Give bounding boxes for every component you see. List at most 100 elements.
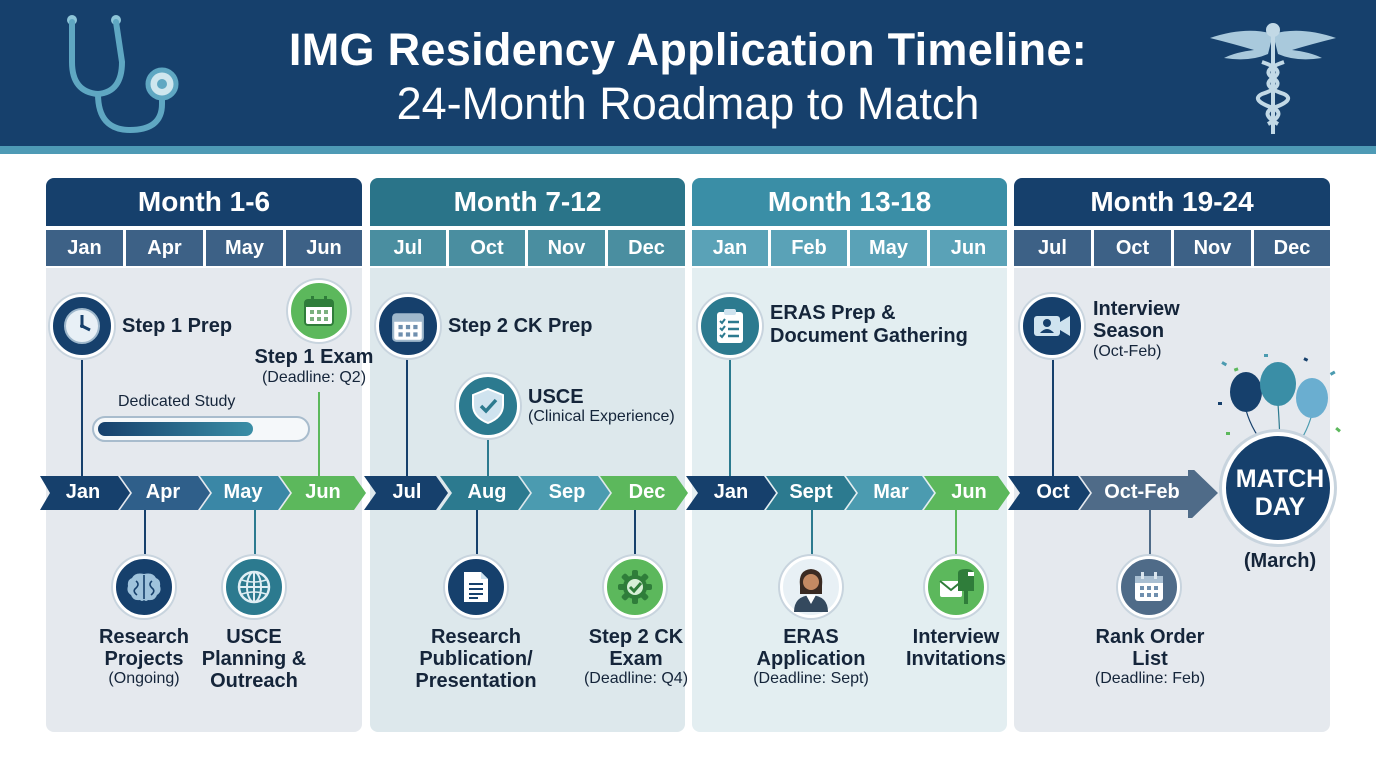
month-cell: Oct [1094,230,1171,266]
usce-planning-label: USCE [226,626,282,648]
quarter-header-4: Month 19-24 [1014,178,1330,226]
timeline-label: Jun [305,481,341,503]
interview-season-label: Interview [1093,298,1180,320]
month-cell: May [850,230,927,266]
timeline-label: Oct [1036,481,1070,503]
page-subtitle: 24-Month Roadmap to Match [396,78,980,129]
step2-exam-label: Step 2 CK [588,626,684,648]
calendar-icon [288,280,350,342]
timeline-band [40,470,1218,518]
connector-line [318,392,320,478]
month-cell: Jul [370,230,446,266]
usce-label: USCE [528,386,584,408]
eras-application-deadline: (Deadline: Sept) [753,670,869,687]
timeline-label: Oct-Feb [1104,481,1180,503]
step2-prep-label: Step 2 CK Prep [448,315,593,337]
rank-order-label: Rank Order [1095,626,1205,648]
month-cell: Dec [1254,230,1330,266]
timeline-label: Jul [392,481,422,503]
match-day-badge [1222,432,1334,544]
brain-icon [113,556,175,618]
connector-line [1052,352,1054,478]
match-day-label-2: DAY [1254,493,1306,521]
dedicated-study-progress [92,416,310,442]
dedicated-study-label: Dedicated Study [118,393,236,410]
timeline-label: Jun [951,481,987,503]
calendar-icon [376,294,440,358]
document-icon [445,556,507,618]
step2-exam-label-2: Exam [609,648,663,670]
month-cell: Jan [692,230,768,266]
month-cell: May [206,230,283,266]
calendar-icon [1118,556,1180,618]
month-cell: Feb [771,230,847,266]
interview-season-sub: (Oct-Feb) [1093,343,1162,360]
gear-check-icon [604,556,666,618]
interview-invitations-label: Interview [912,626,1000,648]
eras-prep-label-2: Document Gathering [770,325,968,347]
step1-prep-label: Step 1 Prep [122,315,233,337]
globe-icon [223,556,285,618]
research-projects-label: Research [98,626,190,648]
timeline-label: Sep [548,481,586,503]
research-publication-label-3: Presentation [415,670,537,692]
research-projects-label-2: Projects [104,648,184,670]
interview-season-label-2: Season [1093,320,1165,342]
month-cell: Jul [1014,230,1091,266]
timeline-label: Jan [65,481,101,503]
research-projects-sub: (Ongoing) [108,670,180,687]
connector-line [476,508,478,560]
connector-line [406,350,408,478]
connector-line [487,434,489,478]
month-cell: Nov [528,230,605,266]
connector-line [1149,508,1151,560]
step1-exam-deadline: (Deadline: Q2) [261,369,367,386]
video-camera-icon [1020,294,1084,358]
timeline-label: Dec [628,481,666,503]
quarter-header-3: Month 13-18 [692,178,1007,226]
match-day-sub: (March) [1243,550,1317,572]
shield-check-icon [456,374,520,438]
eras-prep-label: ERAS Prep & [770,302,896,324]
month-cell: Dec [608,230,685,266]
connector-line [811,508,813,560]
eras-application-label: ERAS [783,626,839,648]
usce-planning-label-2: Planning & [201,648,307,670]
month-cell: Jan [46,230,123,266]
timeline-label: Mar [873,481,909,503]
step1-exam-label: Step 1 Exam [254,346,374,368]
connector-line [81,350,83,478]
timeline-label: Apr [145,481,181,503]
timeline-label: Sept [789,481,833,503]
timeline-label: Jan [713,481,749,503]
month-cell: Oct [449,230,525,266]
connector-line [254,508,256,564]
rank-order-label-2: List [1132,648,1168,670]
match-day-label: MATCH [1235,465,1325,493]
month-cell: Jun [286,230,362,266]
clipboard-checklist-icon [698,294,762,358]
month-cell: Jun [930,230,1007,266]
mailbox-icon [925,556,987,618]
timeline-label: Aug [467,481,507,503]
connector-line [955,508,957,560]
step2-exam-deadline: (Deadline: Q4) [583,670,689,687]
page-title: IMG Residency Application Timeline: [288,24,1088,75]
rank-order-deadline: (Deadline: Feb) [1094,670,1206,687]
stethoscope-icon [67,15,179,134]
progress-fill [98,422,253,436]
research-publication-label-2: Publication/ [419,648,533,670]
caduceus-icon [1210,23,1336,134]
usce-planning-label-3: Outreach [210,670,298,692]
doctor-avatar-icon [780,556,842,618]
connector-line [144,508,146,564]
timeline-label: May [223,481,263,503]
header-accent-line [0,146,1376,154]
research-publication-label: Research [430,626,522,648]
quarter-header-2: Month 7-12 [370,178,685,226]
connector-line [634,508,636,560]
clock-icon [50,294,114,358]
quarter-header-1: Month 1-6 [46,178,362,226]
header-banner [0,0,1376,146]
